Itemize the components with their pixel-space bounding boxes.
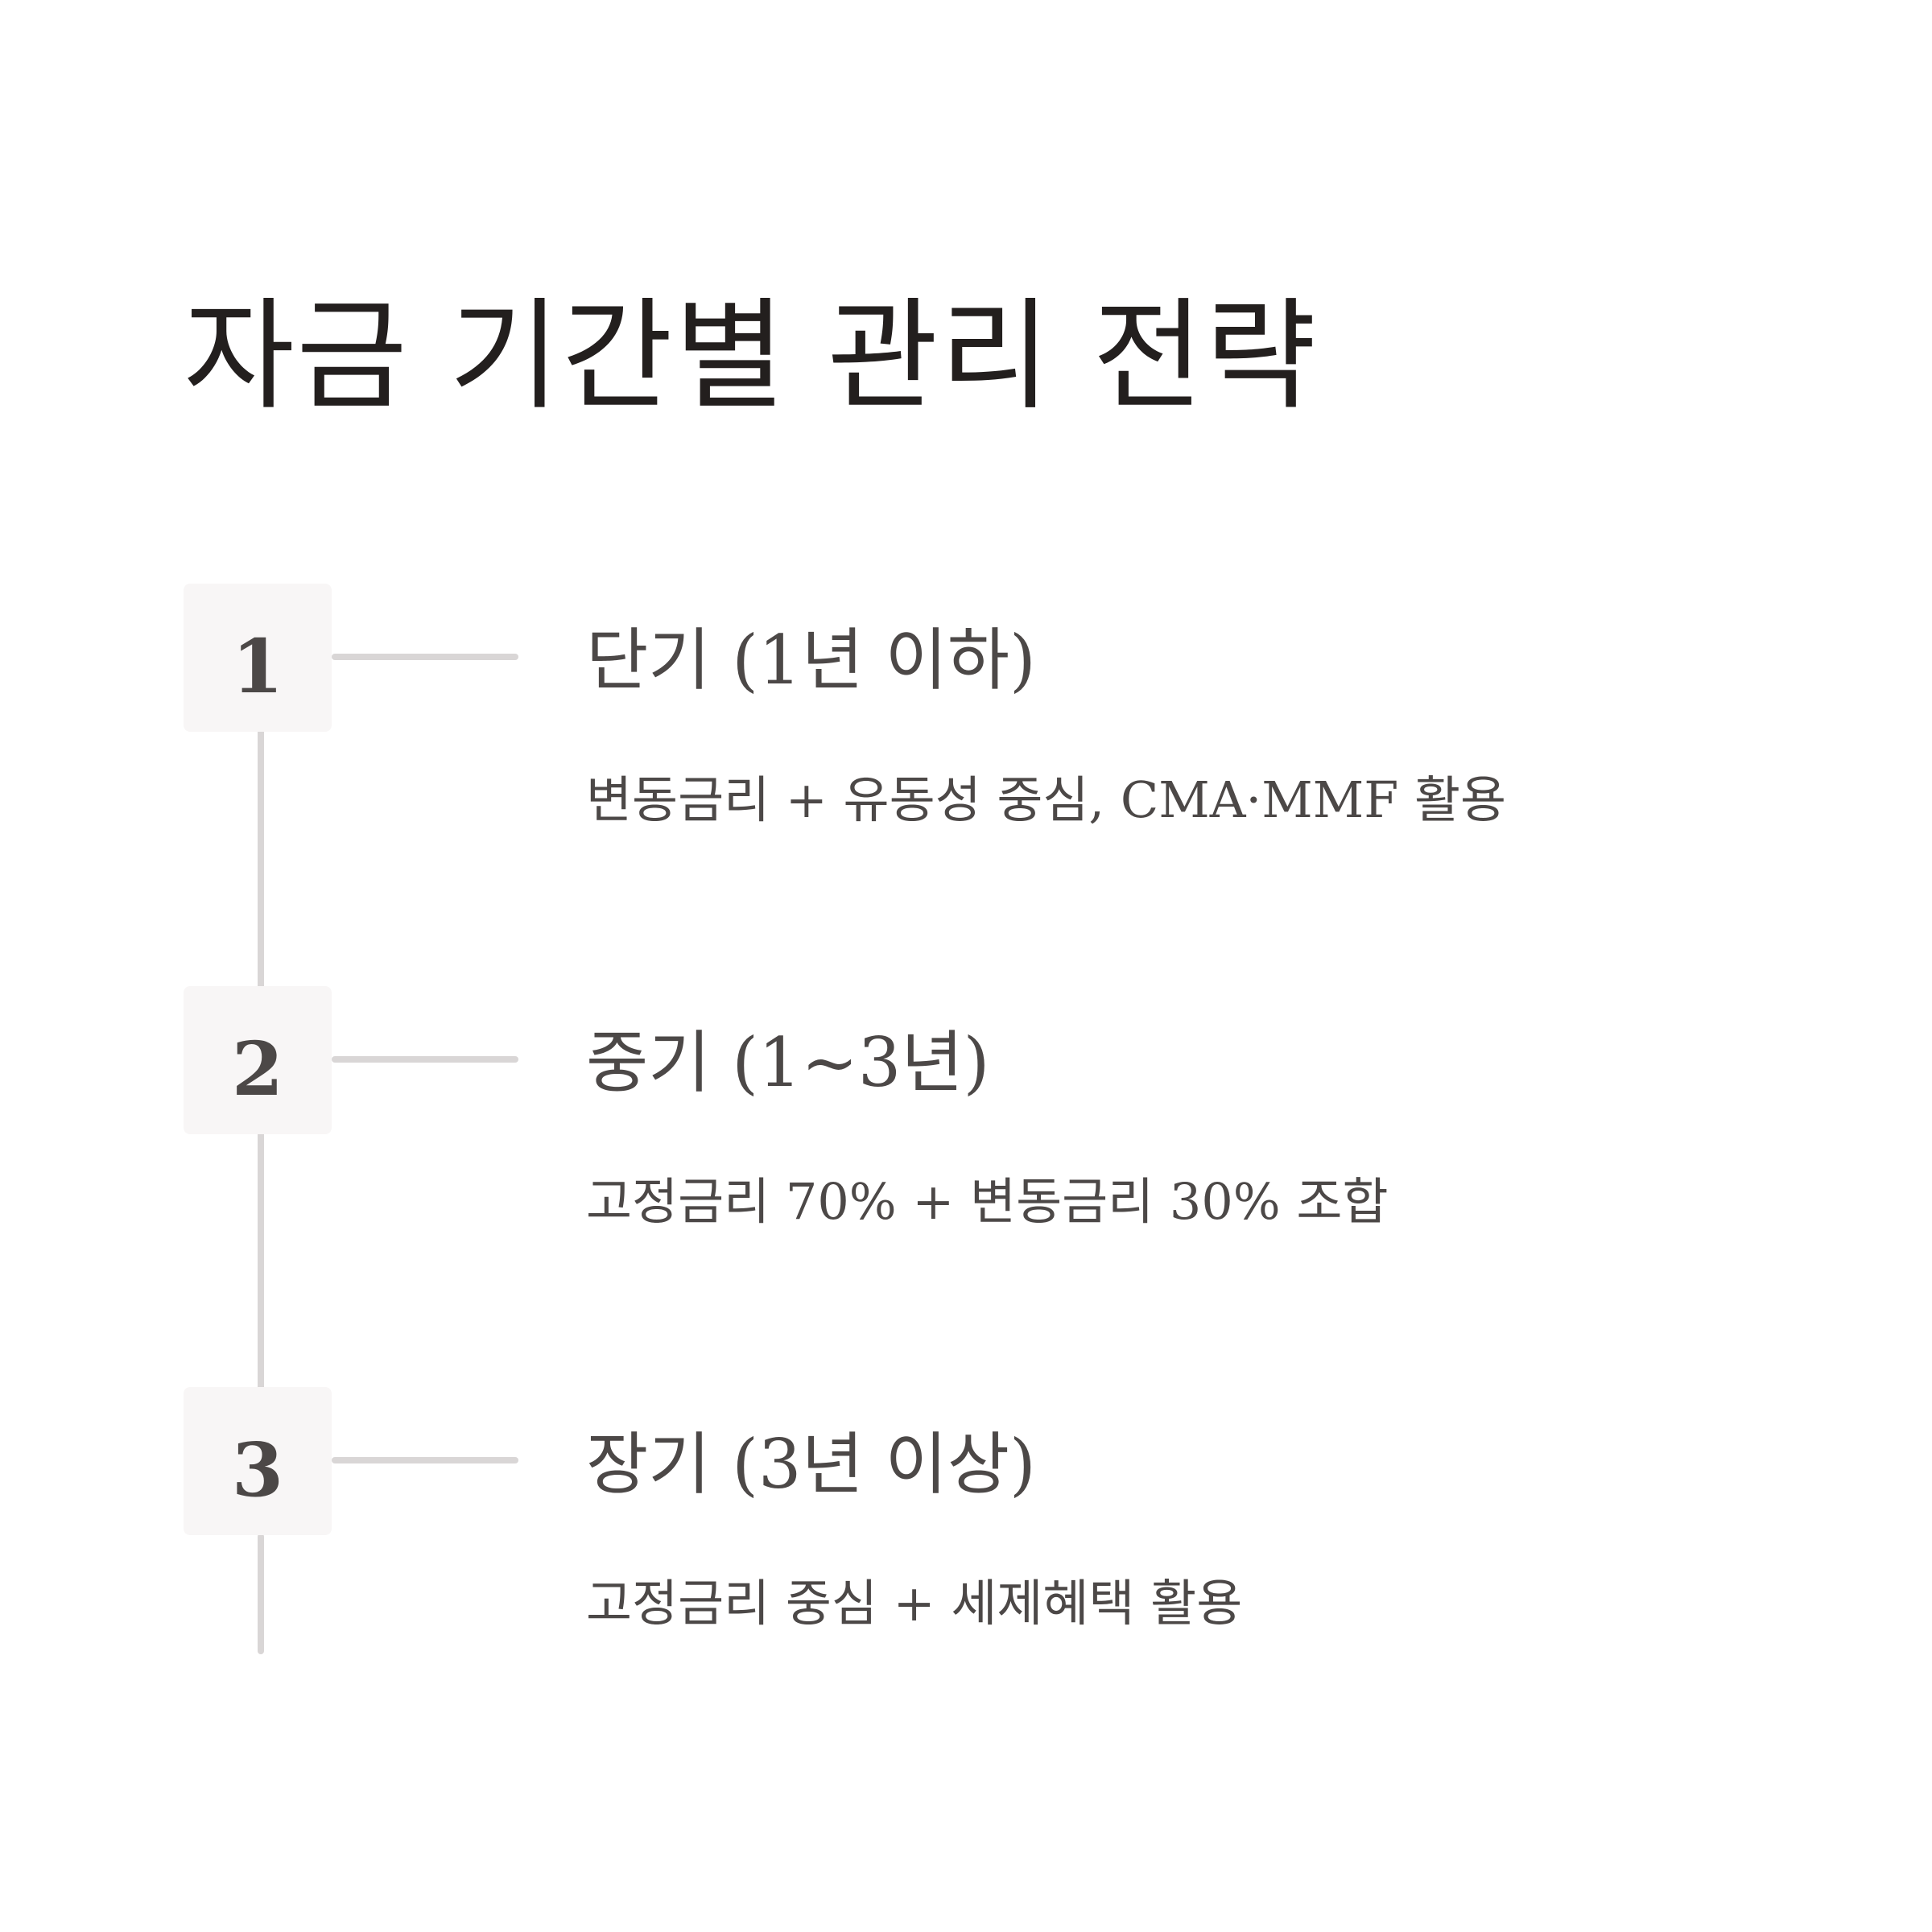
step-number: 1 (231, 623, 283, 710)
step-connector (332, 1457, 518, 1463)
page-title: 자금 기간별 관리 전략 (184, 287, 1319, 427)
step-description-mid-term: 고정금리 70% + 변동금리 30% 조합 (586, 1172, 1389, 1231)
step-description-short-term: 변동금리 + 유동성 중심, CMA·MMF 활용 (586, 770, 1507, 829)
step-connector (332, 1056, 518, 1063)
step-number: 2 (231, 1026, 283, 1113)
timeline-rail (258, 729, 264, 994)
timeline-rail (258, 1534, 264, 1654)
timeline-rail (258, 1131, 264, 1397)
step-heading-mid-term: 중기 (1~3년) (586, 1023, 990, 1102)
step-badge-2: 2 (184, 986, 332, 1134)
step-heading-long-term: 장기 (3년 이상) (586, 1425, 1036, 1504)
step-badge-3: 3 (184, 1387, 332, 1535)
step-description-long-term: 고정금리 중심 + 세제혜택 활용 (586, 1574, 1243, 1633)
step-badge-1: 1 (184, 584, 332, 732)
step-number: 3 (231, 1426, 283, 1513)
step-connector (332, 654, 518, 660)
step-heading-short-term: 단기 (1년 이하) (586, 621, 1036, 700)
